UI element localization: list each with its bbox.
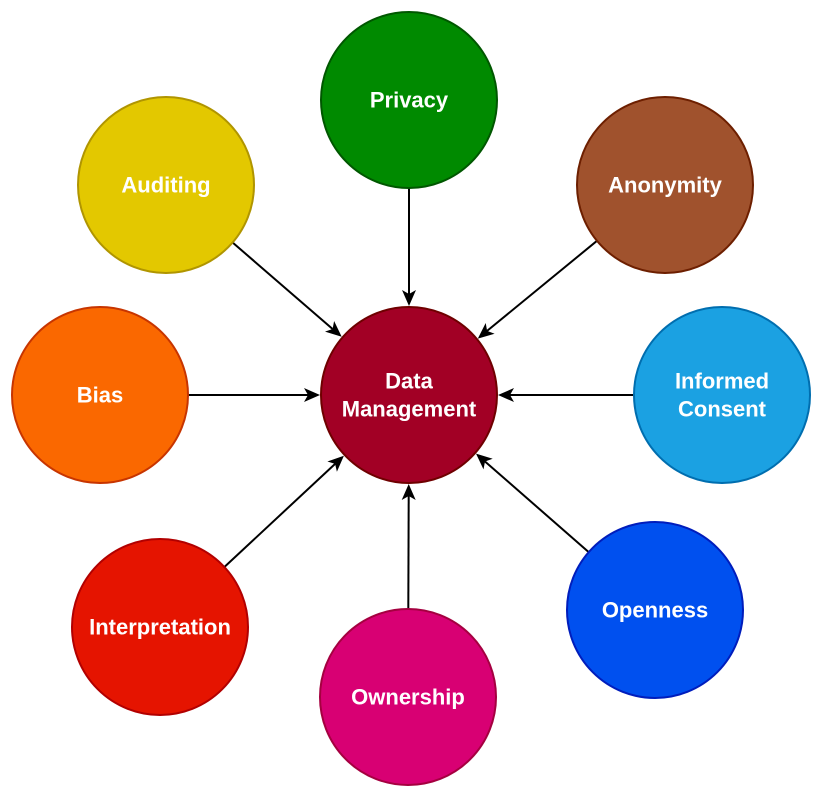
arrow-auditing-to-data-management <box>231 241 342 337</box>
node-label-openness: Openness <box>602 598 708 623</box>
arrow-interpretation-to-data-management <box>223 455 344 568</box>
node-anonymity: Anonymity <box>576 96 754 274</box>
arrow-line <box>223 463 336 568</box>
node-bias: Bias <box>11 306 189 484</box>
node-circle-privacy <box>320 11 498 189</box>
arrowhead <box>327 455 344 472</box>
arrow-line <box>231 241 334 330</box>
node-circle-informed-consent <box>633 306 811 484</box>
node-circle-interpretation <box>71 538 249 716</box>
arrowhead <box>498 388 514 402</box>
arrow-line <box>484 460 590 553</box>
arrow-line <box>486 240 598 332</box>
node-label-privacy: Privacy <box>370 88 449 113</box>
node-circle-ownership <box>319 608 497 786</box>
node-label-bias: Bias <box>77 383 123 408</box>
arrow-bias-to-data-management <box>188 388 320 402</box>
node-label-anonymity: Anonymity <box>608 173 722 198</box>
arrow-anonymity-to-data-management <box>477 240 598 339</box>
node-circle-openness <box>566 521 744 699</box>
node-ownership: Ownership <box>319 608 497 786</box>
node-circle-bias <box>11 306 189 484</box>
node-label-ownership: Ownership <box>351 685 465 710</box>
node-label-auditing: Auditing <box>121 173 210 198</box>
node-label-interpretation: Interpretation <box>89 615 231 640</box>
node-label-data-management: Data <box>385 369 433 394</box>
arrowhead <box>477 323 495 339</box>
node-openness: Openness <box>566 521 744 699</box>
node-label-informed-consent: Consent <box>678 397 767 422</box>
node-label-informed-consent: Informed <box>675 369 769 394</box>
node-circle-auditing <box>77 96 255 274</box>
arrow-ownership-to-data-management <box>401 484 416 610</box>
arrowhead <box>401 484 416 500</box>
node-circle-data-management <box>320 306 498 484</box>
arrowhead <box>402 290 416 306</box>
arrow-privacy-to-data-management <box>402 188 416 306</box>
arrowhead <box>325 321 342 337</box>
arrow-informed-consent-to-data-management <box>498 388 634 402</box>
node-circle-anonymity <box>576 96 754 274</box>
node-interpretation: Interpretation <box>71 538 249 716</box>
edges-layer <box>188 188 634 610</box>
node-label-data-management: Management <box>342 397 477 422</box>
node-privacy: Privacy <box>320 11 498 189</box>
arrow-openness-to-data-management <box>476 453 590 553</box>
node-auditing: Auditing <box>77 96 255 274</box>
arrowhead <box>476 453 493 470</box>
arrowhead <box>304 388 320 402</box>
